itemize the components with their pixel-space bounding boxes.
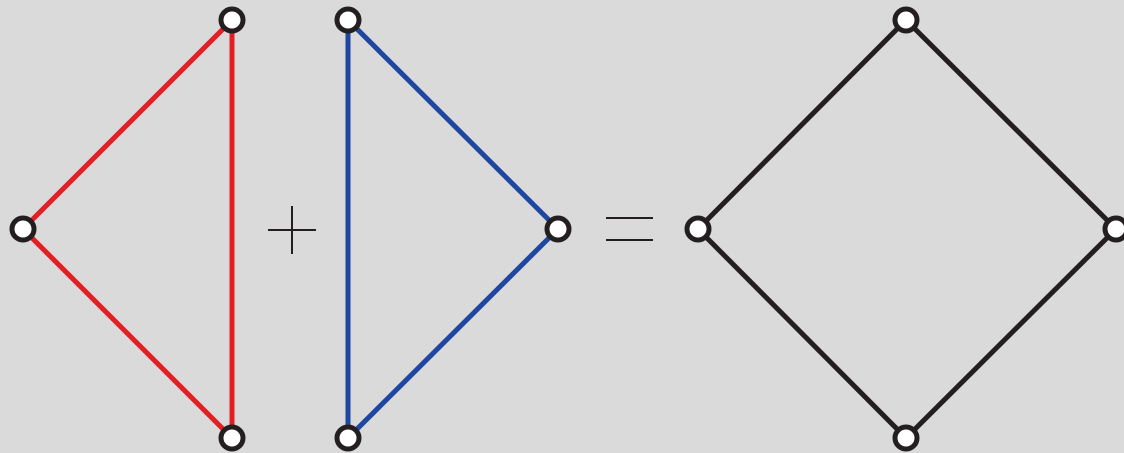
left-triangle-graph [9, 6, 246, 452]
node-square-right [1102, 215, 1124, 243]
node-left-top [218, 6, 246, 34]
edge-left-top-to-mid [20, 17, 235, 232]
node-right-mid [544, 215, 572, 243]
node-right-bottom [334, 424, 362, 452]
equals-operator [606, 217, 653, 241]
node-right-top [334, 6, 362, 34]
edge-square-right-to-top [903, 17, 1119, 232]
edge-square-bottom-to-right [903, 226, 1119, 441]
node-left-mid [9, 215, 37, 243]
edge-square-left-to-bottom [695, 226, 909, 441]
edge-square-top-to-left [695, 17, 909, 232]
edge-right-mid-to-bottom [345, 226, 561, 441]
edge-left-mid-to-bottom [20, 226, 235, 441]
node-left-bottom [218, 424, 246, 452]
square-graph [684, 6, 1124, 452]
node-square-left [684, 215, 712, 243]
plus-operator [268, 206, 316, 254]
node-square-top [892, 6, 920, 34]
edge-right-top-to-mid [345, 17, 561, 232]
node-square-bottom [892, 424, 920, 452]
right-triangle-graph [334, 6, 572, 452]
